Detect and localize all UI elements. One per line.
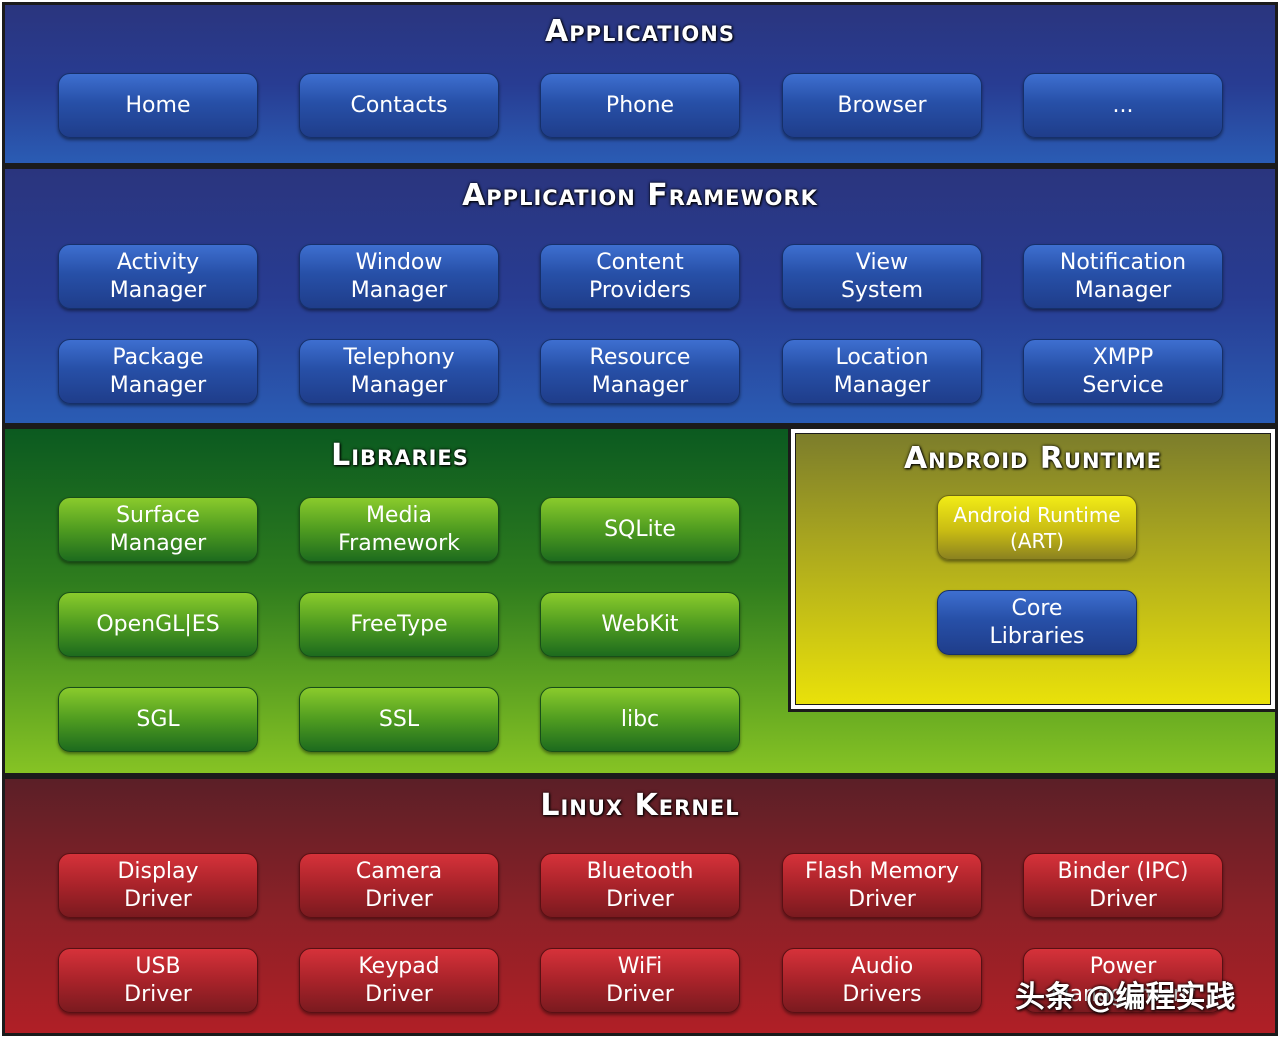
android-runtime-layer: Android Runtime Android Runtime (ART) Co… [788, 426, 1278, 712]
notification-manager-box: Notification Manager [1023, 244, 1223, 309]
app-browser-box: Browser [782, 73, 982, 138]
watermark-text: 头条 @编程实践 [1015, 980, 1236, 1015]
window-manager-box: Window Manager [299, 244, 499, 309]
wifi-driver-box: WiFi Driver [540, 948, 740, 1013]
surface-manager-box: Surface Manager [58, 497, 258, 562]
xmpp-service-box: XMPP Service [1023, 339, 1223, 404]
power-management-box: Power Management [1023, 948, 1223, 1013]
android-runtime-panel: Android Runtime Android Runtime (ART) Co… [795, 433, 1271, 705]
bluetooth-driver-box: Bluetooth Driver [540, 853, 740, 918]
flash-memory-driver-box: Flash Memory Driver [782, 853, 982, 918]
sqlite-box: SQLite [540, 497, 740, 562]
applications-layer: Applications Home Contacts Phone Browser… [2, 2, 1278, 166]
app-more-box: ... [1023, 73, 1223, 138]
opengl-es-box: OpenGL|ES [58, 592, 258, 657]
applications-title: Applications [545, 14, 735, 49]
ssl-box: SSL [299, 687, 499, 752]
location-manager-box: Location Manager [782, 339, 982, 404]
linux-kernel-layer: Linux Kernel Display Driver Camera Drive… [2, 776, 1278, 1036]
telephony-manager-box: Telephony Manager [299, 339, 499, 404]
keypad-driver-box: Keypad Driver [299, 948, 499, 1013]
application-framework-layer: Application Framework Activity Manager W… [2, 166, 1278, 426]
sgl-box: SGL [58, 687, 258, 752]
content-providers-box: Content Providers [540, 244, 740, 309]
binder-ipc-driver-box: Binder (IPC) Driver [1023, 853, 1223, 918]
webkit-box: WebKit [540, 592, 740, 657]
view-system-box: View System [782, 244, 982, 309]
kernel-title: Linux Kernel [540, 788, 740, 823]
app-phone-box: Phone [540, 73, 740, 138]
display-driver-box: Display Driver [58, 853, 258, 918]
freetype-box: FreeType [299, 592, 499, 657]
package-manager-box: Package Manager [58, 339, 258, 404]
app-contacts-box: Contacts [299, 73, 499, 138]
libc-box: libc [540, 687, 740, 752]
core-libraries-box: Core Libraries [937, 590, 1137, 655]
resource-manager-box: Resource Manager [540, 339, 740, 404]
android-runtime-art-box: Android Runtime (ART) [937, 495, 1137, 560]
media-framework-box: Media Framework [299, 497, 499, 562]
camera-driver-box: Camera Driver [299, 853, 499, 918]
libraries-title: Libraries [331, 438, 469, 473]
runtime-title: Android Runtime [903, 441, 1163, 476]
app-home-box: Home [58, 73, 258, 138]
activity-manager-box: Activity Manager [58, 244, 258, 309]
framework-title: Application Framework [462, 178, 818, 213]
usb-driver-box: USB Driver [58, 948, 258, 1013]
audio-drivers-box: Audio Drivers [782, 948, 982, 1013]
